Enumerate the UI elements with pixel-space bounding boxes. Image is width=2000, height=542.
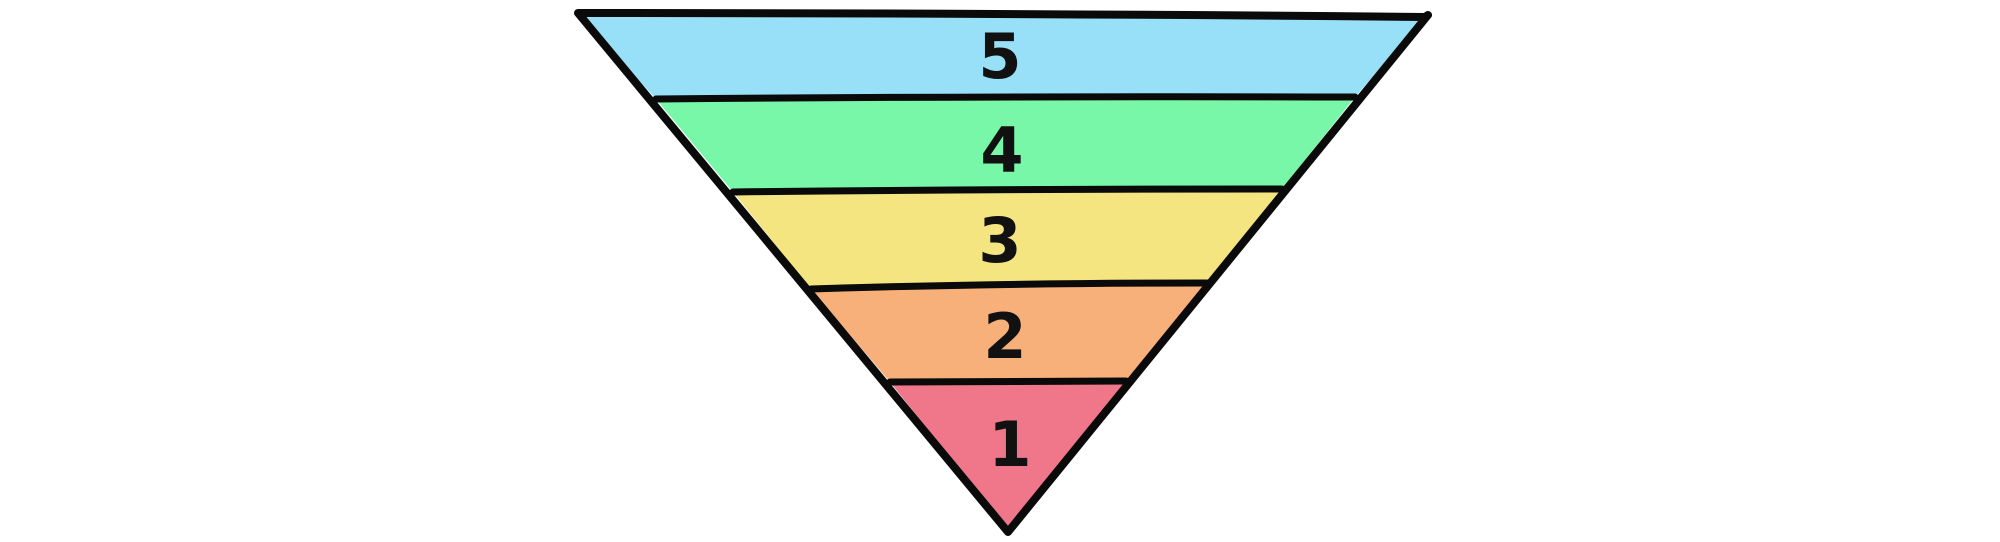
level-3-label: 3 [978, 204, 1021, 277]
pyramid-outline [574, 9, 1432, 536]
level-3-band [733, 189, 1282, 289]
divider-line-2-1 [886, 377, 1130, 386]
level-5-label: 5 [978, 20, 1021, 93]
level-1-label: 1 [988, 408, 1031, 481]
level-4-label: 4 [980, 114, 1023, 187]
level-4-band [656, 97, 1355, 192]
level-5-band [578, 13, 1425, 99]
level-1-band [890, 381, 1126, 530]
level-2-label: 2 [983, 300, 1026, 373]
divider-line-3-2 [807, 279, 1211, 293]
divider-line-4-3 [729, 185, 1286, 196]
divider-line-5-4 [652, 93, 1359, 103]
level-2-band [811, 283, 1207, 382]
